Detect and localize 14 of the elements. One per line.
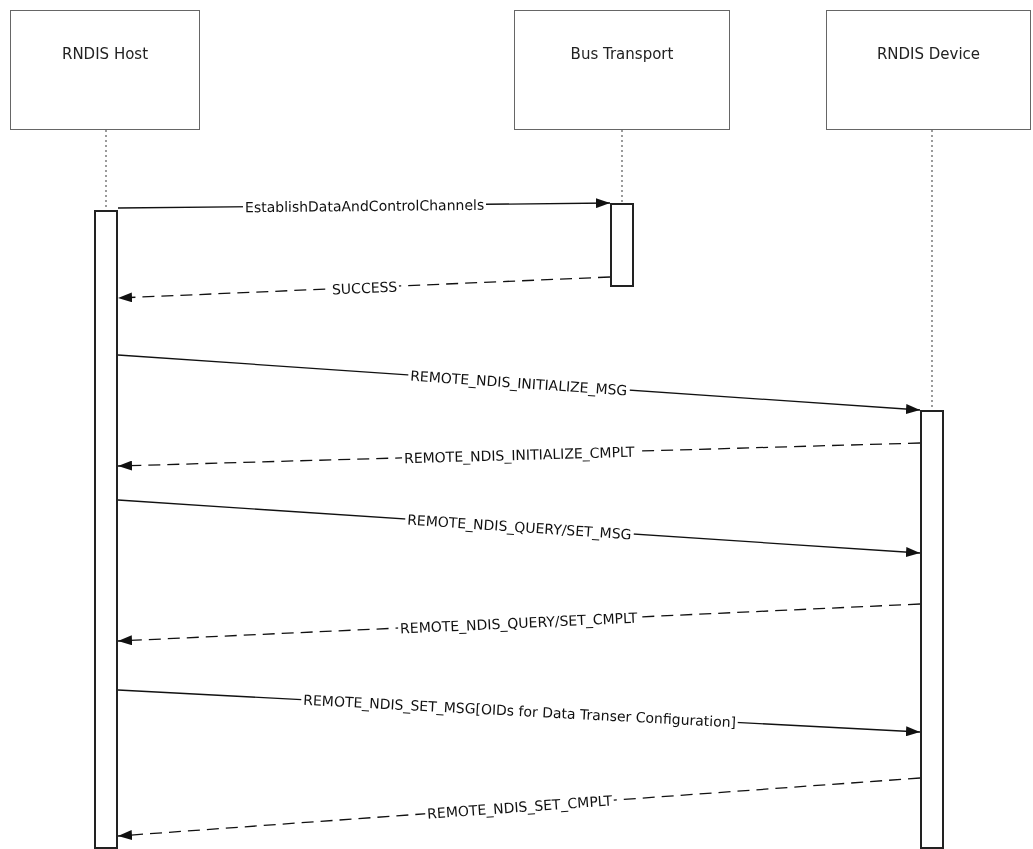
edge-label: REMOTE_NDIS_SET_MSG[OIDs for Data Transer Configuration] — [300, 691, 738, 731]
edge-label: SUCCESS — [329, 278, 400, 297]
activation-bar — [920, 410, 944, 849]
participant-name: RNDIS Host — [61, 45, 149, 63]
participant-name: RNDIS Device — [876, 45, 981, 63]
edge-label: REMOTE_NDIS_INITIALIZE_CMPLT — [401, 443, 637, 466]
edge-label: EstablishDataAndControlChannels — [242, 196, 486, 215]
participant-name: Bus Transport — [570, 45, 674, 63]
activation-bar — [610, 203, 634, 287]
participant-box — [10, 10, 200, 130]
activation-bar — [94, 210, 118, 849]
lifeline — [621, 129, 623, 204]
participant-box — [826, 10, 1031, 130]
participant-box — [514, 10, 730, 130]
